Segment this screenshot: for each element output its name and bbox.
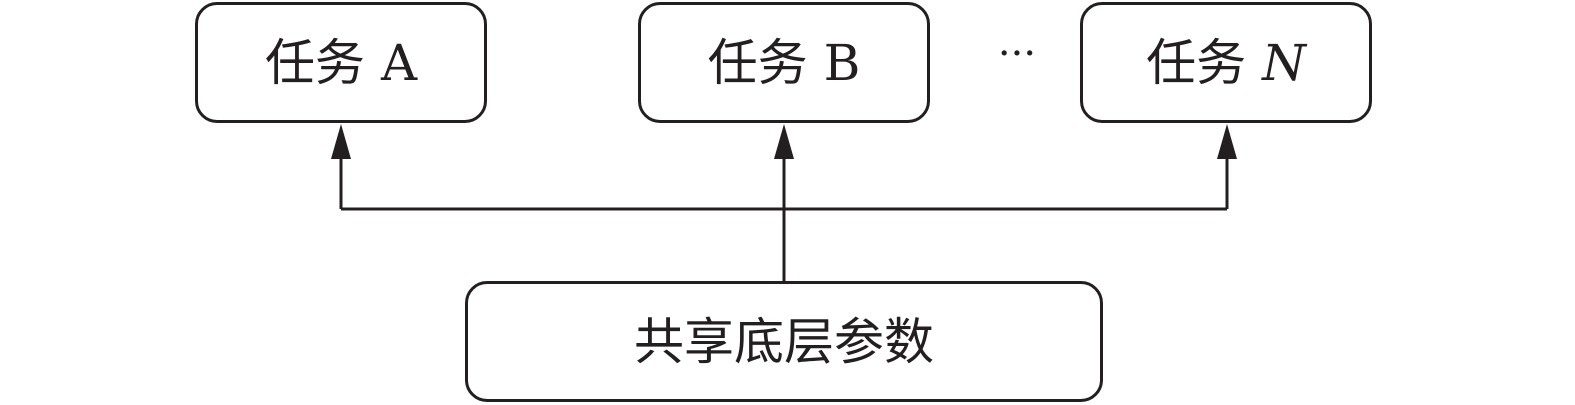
task-n-prefix: 任务 [1146,33,1247,92]
arrowhead-a [331,124,351,159]
task-b-prefix: 任务 [707,33,808,92]
arrowhead-b [774,124,794,159]
task-b-letter: B [823,33,861,92]
task-a-prefix: 任务 [264,33,365,92]
ellipsis: ··· [997,31,1037,77]
arrowhead-n [1217,124,1237,159]
task-b-box: 任务 B [638,2,930,123]
shared-layer-box: 共享底层参数 [465,281,1103,402]
task-n-letter: N [1262,33,1306,92]
task-a-letter: A [380,33,418,92]
task-a-box: 任务 A [195,2,487,123]
task-n-box: 任务 N [1080,2,1372,123]
shared-layer-label: 共享底层参数 [634,312,934,371]
